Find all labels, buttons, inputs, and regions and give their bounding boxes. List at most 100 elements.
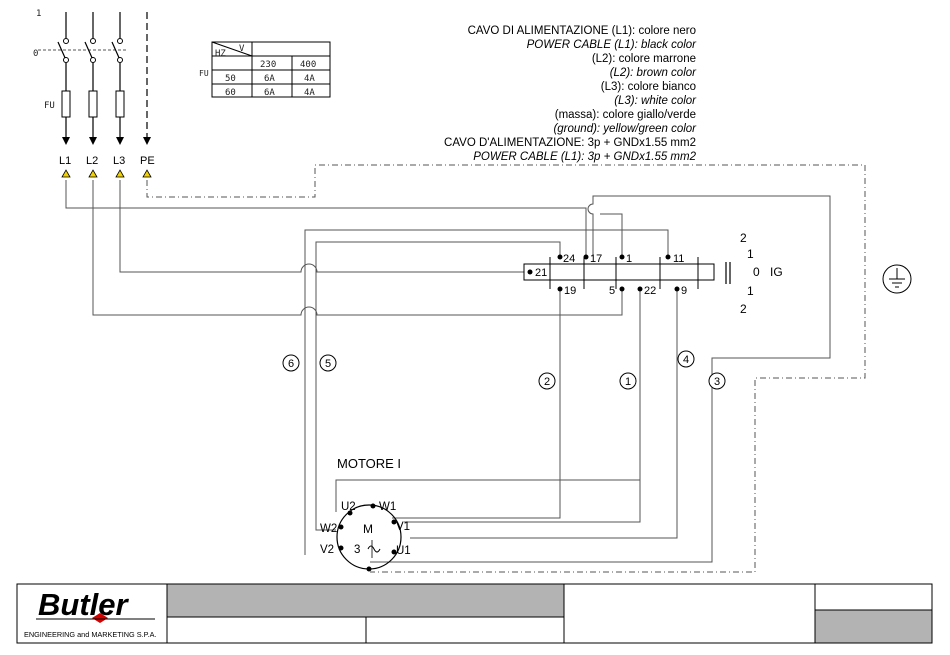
wire-labels: 6 5 2 1 4 3 — [282, 350, 726, 390]
title-block: Butler ENGINEERING and MARKETING S.P.A. — [16, 583, 933, 644]
phase-pe — [143, 12, 151, 145]
fuse-table-hz: HZ — [215, 49, 226, 59]
wire-l1 — [65, 180, 587, 257]
warning-triangle-l2 — [88, 169, 98, 178]
note-line-9: CAVO D'ALIMENTAZIONE: 3p + GNDx1.55 mm2 — [444, 137, 696, 149]
terminal-5: 5 — [609, 285, 615, 297]
fuse-l1 — [61, 90, 71, 118]
motor-v1: V1 — [396, 521, 410, 533]
terminal-17: 17 — [590, 253, 602, 265]
terminal-1: 1 — [626, 253, 632, 265]
motor-v2: V2 — [320, 544, 334, 556]
warning-triangle-l1 — [61, 169, 71, 178]
fuse-table-50-400: 4A — [304, 74, 315, 84]
label-l1: L1 — [59, 155, 71, 167]
wire-l2 — [92, 180, 623, 316]
fuse-table-v: V — [239, 44, 245, 54]
switch-name: IG — [770, 265, 783, 279]
terminal-21: 21 — [535, 267, 547, 279]
terminal-9: 9 — [681, 285, 687, 297]
terminal-24-dot — [557, 254, 563, 260]
fuse-table-fu: FU — [199, 69, 209, 78]
terminal-5-dot — [619, 286, 625, 292]
label-l3: L3 — [113, 155, 125, 167]
fuse-table-50-230: 6A — [264, 74, 275, 84]
motor-title: MOTORE I — [337, 456, 401, 471]
fuse-table-230: 230 — [260, 60, 276, 70]
motor-u1: U1 — [396, 545, 411, 557]
title-block-grey-main — [166, 583, 565, 618]
terminal-19-dot — [557, 286, 563, 292]
note-line-10: POWER CABLE (L1): 3p + GNDx1.55 mm2 — [473, 151, 696, 163]
switch-pos-0: 0 — [753, 265, 760, 279]
wire-5 — [315, 241, 561, 531]
terminal-22-dot — [637, 286, 643, 292]
motor-u2: U2 — [341, 501, 356, 513]
warning-triangle-pe — [142, 169, 152, 178]
bridge-17-1 — [370, 195, 831, 563]
wire-number-5: 5 — [325, 358, 331, 370]
label-pe: PE — [140, 155, 155, 167]
wire-4 — [410, 289, 678, 539]
fuse-table-50: 50 — [225, 74, 236, 84]
terminal-l2-arrow — [89, 137, 97, 145]
terminal-24: 24 — [563, 253, 575, 265]
phase-l1 — [57, 12, 71, 145]
note-line-8: (ground): yellow/green color — [553, 123, 697, 135]
phase-l2 — [84, 12, 98, 145]
wire-number-2: 2 — [544, 376, 550, 388]
supply-label-1: 1 — [36, 9, 41, 19]
terminal-l1-arrow — [62, 137, 70, 145]
motor-w2: W2 — [320, 523, 337, 535]
wire-number-1: 1 — [625, 376, 631, 388]
fuse-table-60-400: 4A — [304, 88, 315, 98]
main-switch-ig: 2 1 0 IG 1 2 — [725, 231, 783, 316]
note-line-6: (L3): white color — [614, 95, 697, 107]
motor-w1: W1 — [379, 501, 396, 513]
switch-pos-1-top: 1 — [747, 247, 754, 261]
switch-pos-1-bottom: 1 — [747, 284, 754, 298]
wire-2 — [392, 289, 561, 519]
motor-m: M — [363, 522, 373, 536]
wiring — [65, 164, 866, 573]
logo-bowtie-icon — [92, 613, 108, 623]
wire-u2 — [335, 479, 640, 512]
wire-6 — [304, 229, 669, 555]
title-block-grey-right — [814, 609, 933, 644]
supply-label-0: 0 — [33, 49, 38, 59]
wire-l3 — [119, 180, 530, 273]
wire-1-bridge — [600, 213, 623, 257]
switch-pos-2-top: 2 — [740, 231, 747, 245]
terminal-l3-arrow — [116, 137, 124, 145]
fuse-table: HZ V FU 230 400 50 6A 4A 60 6A 4A — [199, 41, 331, 98]
fuse-table-60-230: 6A — [264, 88, 275, 98]
brand-logo: Butler — [38, 587, 130, 622]
note-line-3: (L2): colore marrone — [592, 53, 696, 65]
switch-pos-2-bottom: 2 — [740, 302, 747, 316]
warning-triangle-l3 — [115, 169, 125, 178]
terminal-9-dot — [674, 286, 680, 292]
terminal-11-dot — [665, 254, 671, 260]
terminal-strip: 24 17 1 11 21 19 5 22 9 — [523, 253, 715, 297]
fuse-l3 — [115, 90, 125, 118]
terminal-19: 19 — [564, 285, 576, 297]
terminal-21-dot — [527, 269, 533, 275]
ground-wire — [146, 164, 866, 573]
wire-number-3: 3 — [714, 376, 720, 388]
terminal-pe-arrow — [143, 137, 151, 145]
terminal-11: 11 — [673, 253, 684, 265]
ac-symbol-icon — [367, 545, 381, 553]
ground-icon — [882, 264, 912, 294]
motor-3: 3 — [354, 544, 360, 556]
wire-1 — [404, 289, 641, 523]
supply-label-fu: FU — [44, 101, 55, 111]
note-line-2: POWER CABLE (L1): black color — [527, 39, 698, 51]
fuse-l2 — [88, 90, 98, 118]
phase-l3 — [111, 12, 125, 145]
motor: MOTORE I U2 W1 W2 M V1 V2 3 U1 — [320, 456, 411, 572]
terminal-17-dot — [583, 254, 589, 260]
terminal-22: 22 — [644, 285, 656, 297]
wire-number-6: 6 — [288, 358, 294, 370]
note-line-4: (L2): brown color — [610, 67, 697, 79]
